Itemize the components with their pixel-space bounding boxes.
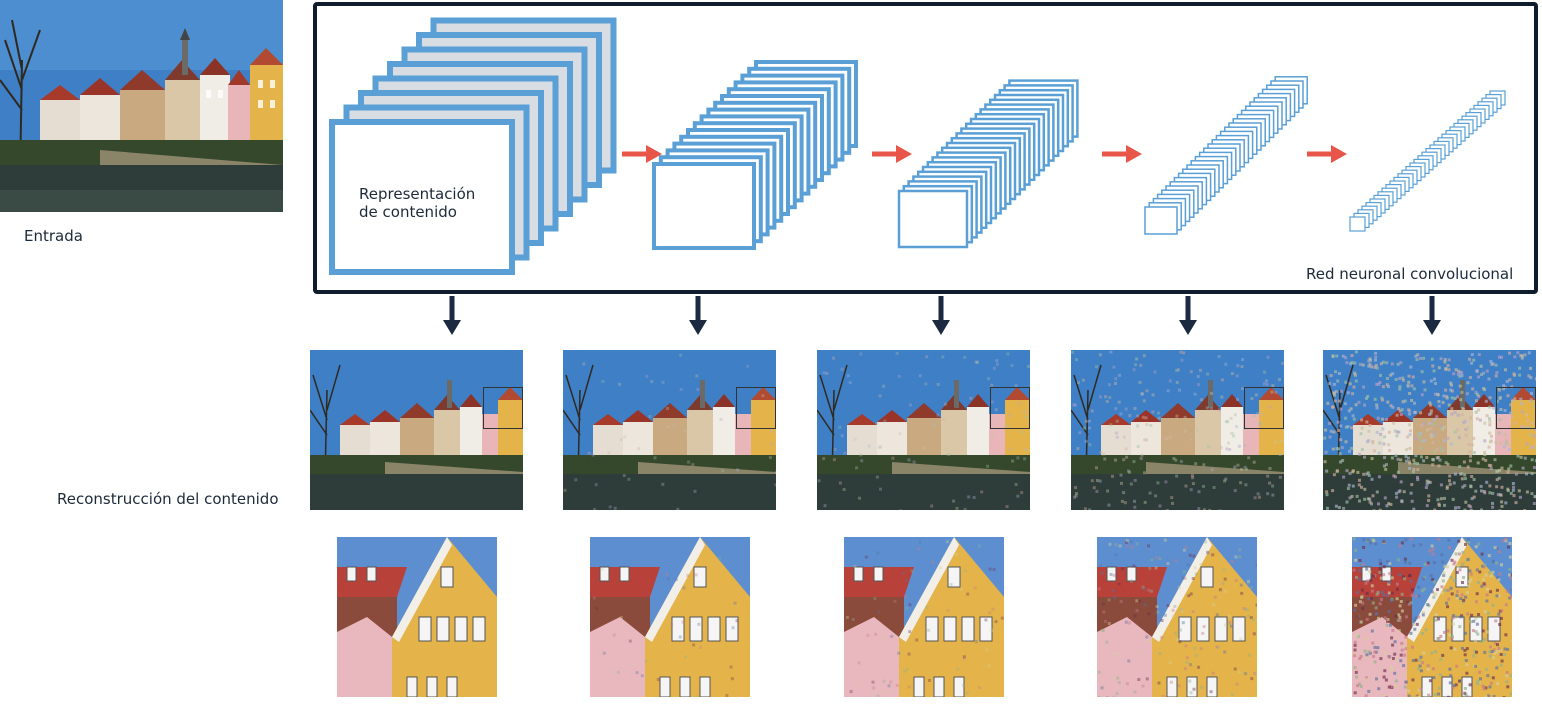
crop-conv5 <box>1352 537 1512 697</box>
content-rep-label-1: Representación <box>359 185 476 203</box>
down-arrow-5 <box>1423 296 1441 335</box>
crop-region-box <box>736 387 776 429</box>
arrow-head <box>932 320 950 335</box>
town-photo <box>0 0 283 212</box>
arrow-head <box>1179 320 1197 335</box>
crop-conv2 <box>590 537 750 697</box>
reconstruction-conv1 <box>310 350 523 510</box>
crop-region-box <box>990 387 1030 429</box>
crop-region-box <box>1244 387 1284 429</box>
crop-conv3 <box>844 537 1004 697</box>
down-arrow-1 <box>443 296 461 335</box>
reconstruction-label: Reconstrucción del contenido <box>57 490 279 508</box>
crop-conv4 <box>1097 537 1257 697</box>
arrow-head <box>1423 320 1441 335</box>
cnn-label: Red neuronal convolucional <box>1306 265 1514 283</box>
input-image <box>0 0 283 212</box>
input-label: Entrada <box>24 227 83 245</box>
down-arrow-3 <box>932 296 950 335</box>
reconstruction-conv3 <box>817 350 1030 510</box>
arrow-head <box>689 320 707 335</box>
crop-region-box <box>1496 387 1536 429</box>
content-rep-label-2: de contenido <box>359 203 457 221</box>
reconstruction-conv5 <box>1323 350 1536 510</box>
down-arrow-4 <box>1179 296 1197 335</box>
crop-region-box <box>483 387 523 429</box>
reconstruction-conv2 <box>563 350 776 510</box>
arrow-head <box>443 320 461 335</box>
cnn-frame <box>313 2 1538 294</box>
crop-conv1 <box>337 537 497 697</box>
down-arrow-2 <box>689 296 707 335</box>
reconstruction-conv4 <box>1071 350 1284 510</box>
